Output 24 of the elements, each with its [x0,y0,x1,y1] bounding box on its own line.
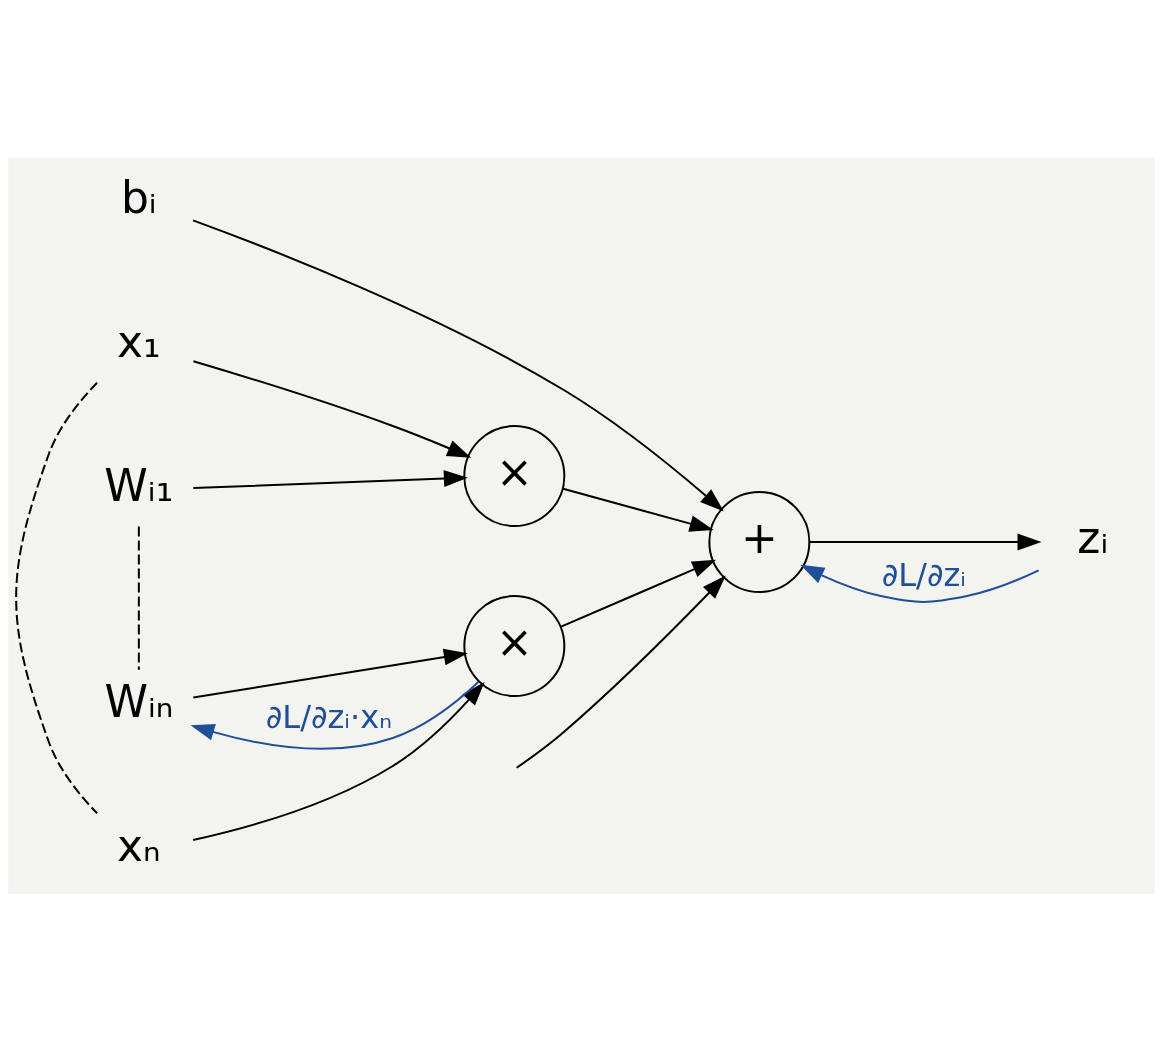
edge-label: ∂L/∂zᵢ·xₙ [265,697,392,736]
node-text: x₁ [117,315,161,367]
arrow [800,564,1040,603]
connector [15,381,99,814]
node-circle: × [463,594,566,697]
connector [137,525,140,671]
arrow [192,648,468,699]
arrow [192,469,468,489]
node-text: Wᵢ₁ [104,459,174,511]
arrow [559,559,717,628]
node-circle: × [463,424,566,527]
arrow [561,487,714,532]
edge-label: ∂L/∂zᵢ [881,555,966,594]
node-text: zᵢ [1077,511,1109,563]
arrow [192,218,724,511]
node-text: bᵢ [120,171,157,223]
arrow [515,575,726,769]
node-text: xₙ [117,819,161,871]
arrow [192,681,485,841]
node-circle: + [708,490,811,593]
arrow [190,680,480,750]
node-text: Wᵢₙ [104,675,174,727]
arrow [192,359,472,458]
arrow [808,533,1042,550]
